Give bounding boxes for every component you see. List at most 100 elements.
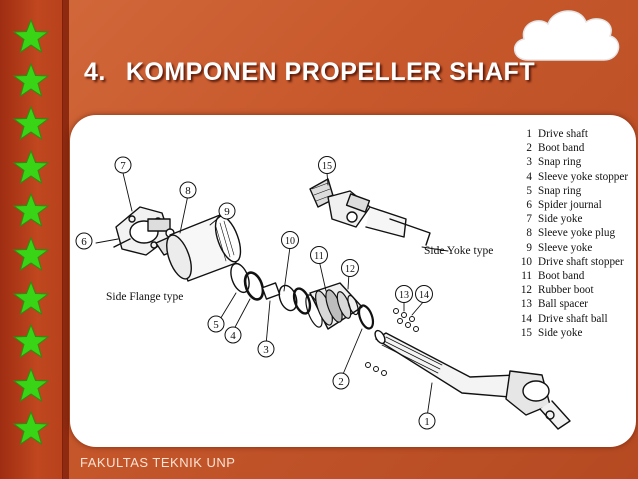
callout-15: 15 bbox=[318, 156, 336, 174]
title-number: 4. bbox=[84, 58, 106, 86]
snap-ring-5 bbox=[230, 262, 250, 294]
callout-13: 13 bbox=[395, 285, 413, 303]
star-icon bbox=[12, 367, 50, 402]
callout-5: 5 bbox=[207, 315, 225, 333]
legend-item: 14 Drive shaft ball bbox=[508, 312, 628, 326]
star-icon bbox=[12, 323, 50, 359]
sleeve-yoke bbox=[166, 214, 242, 282]
svg-text:12: 12 bbox=[345, 264, 355, 275]
svg-text:4: 4 bbox=[230, 330, 236, 342]
callouts: 7 8 9 6 10 11 12 5 4 3 2 13 14 1 15 bbox=[75, 156, 436, 430]
legend-number: 1 bbox=[526, 128, 532, 140]
legend-item: 13 Ball spacer bbox=[508, 297, 628, 311]
cloud-icon bbox=[514, 10, 620, 61]
svg-text:6: 6 bbox=[81, 236, 87, 248]
callout-12: 12 bbox=[341, 259, 359, 277]
legend-number: 4 bbox=[526, 170, 532, 183]
callout-3: 3 bbox=[257, 340, 275, 358]
drive-shaft-yoke bbox=[505, 370, 571, 430]
svg-text:5: 5 bbox=[213, 319, 219, 331]
diagram-panel: 7 8 9 6 10 11 12 5 4 3 2 13 14 1 15 Side… bbox=[70, 115, 636, 447]
propeller-shaft-diagram: 7 8 9 6 10 11 12 5 4 3 2 13 14 1 15 bbox=[75, 156, 571, 430]
svg-text:8: 8 bbox=[185, 185, 191, 197]
svg-text:11: 11 bbox=[314, 251, 324, 262]
legend-text: Sleeve yoke stopper bbox=[538, 170, 629, 183]
legend-number: 3 bbox=[526, 156, 532, 169]
svg-text:10: 10 bbox=[285, 236, 295, 247]
legend-number: 9 bbox=[526, 241, 532, 254]
legend-number: 12 bbox=[520, 284, 532, 297]
leader-lines bbox=[95, 172, 449, 418]
slide-title: 4. KOMPONEN PROPELLER SHAFT bbox=[84, 58, 535, 87]
legend-number: 10 bbox=[520, 255, 532, 268]
rubber-boot bbox=[305, 282, 363, 330]
legend-text: Drive shaft bbox=[538, 128, 589, 140]
legend-item: 9 Sleeve yoke bbox=[508, 241, 628, 255]
legend-number: 2 bbox=[526, 142, 532, 155]
svg-text:15: 15 bbox=[322, 161, 332, 172]
svg-text:2: 2 bbox=[338, 376, 344, 388]
boot-band-2 bbox=[357, 304, 375, 330]
legend-item: 1 Drive shaft bbox=[508, 127, 628, 141]
legend-text: Snap ring bbox=[538, 184, 582, 197]
legend-item: 4 Sleeve yoke stopper bbox=[508, 170, 628, 184]
legend-item: 11 Boot band bbox=[508, 269, 628, 283]
star-icon bbox=[12, 280, 50, 315]
sleeve-yoke-stopper bbox=[243, 271, 265, 301]
star-icon bbox=[12, 193, 50, 228]
star-icon bbox=[12, 236, 50, 272]
svg-text:1: 1 bbox=[424, 416, 430, 428]
star-icon bbox=[12, 149, 50, 184]
legend-item: 5 Snap ring bbox=[508, 184, 628, 198]
legend-text: Drive shaft ball bbox=[538, 312, 608, 325]
boot-band-11 bbox=[292, 287, 312, 315]
drive-shaft-stopper bbox=[278, 284, 298, 312]
legend-number: 13 bbox=[520, 298, 532, 311]
side-flange-yoke bbox=[113, 206, 171, 256]
snap-ring-3 bbox=[261, 282, 281, 300]
svg-text:7: 7 bbox=[120, 160, 126, 172]
legend-text: Ball spacer bbox=[538, 298, 589, 311]
side-flange-type-label: Side Flange type bbox=[106, 291, 184, 303]
legend-text: Sleeve yoke plug bbox=[538, 227, 616, 240]
drive-shaft-balls bbox=[365, 308, 419, 376]
callout-11: 11 bbox=[310, 246, 328, 264]
legend-text: Side yoke bbox=[538, 213, 583, 226]
star-icon bbox=[12, 411, 50, 446]
side-yoke-type-label: Side Yoke type bbox=[424, 245, 494, 257]
star-icon bbox=[12, 18, 50, 54]
legend-text: Rubber boot bbox=[538, 284, 594, 297]
callout-6: 6 bbox=[75, 232, 93, 250]
star-icon bbox=[12, 62, 50, 97]
legend-number: 7 bbox=[526, 213, 532, 226]
star-icon bbox=[12, 105, 50, 141]
callout-1: 1 bbox=[418, 412, 436, 430]
footer-text: FAKULTAS TEKNIK UNP bbox=[80, 455, 236, 470]
legend-text: Snap ring bbox=[538, 156, 582, 169]
callout-2: 2 bbox=[332, 372, 350, 390]
legend-number: 8 bbox=[526, 227, 532, 240]
legend-number: 11 bbox=[521, 270, 532, 283]
legend-number: 5 bbox=[526, 184, 532, 197]
svg-text:13: 13 bbox=[399, 290, 409, 301]
svg-text:14: 14 bbox=[419, 290, 429, 301]
sidebar-rail bbox=[63, 0, 69, 479]
callout-8: 8 bbox=[179, 181, 197, 199]
legend-text: Sleeve yoke bbox=[538, 241, 593, 254]
callout-9: 9 bbox=[218, 202, 236, 220]
legend-number: 15 bbox=[520, 326, 532, 339]
svg-text:3: 3 bbox=[263, 344, 269, 356]
drive-shaft bbox=[374, 329, 517, 398]
callout-7: 7 bbox=[114, 156, 132, 174]
legend-item: 12 Rubber boot bbox=[508, 283, 628, 297]
callout-10: 10 bbox=[281, 231, 299, 249]
title-text: KOMPONEN PROPELLER SHAFT bbox=[125, 58, 536, 86]
legend-text: Boot band bbox=[538, 270, 585, 283]
legend-number: 14 bbox=[520, 312, 532, 325]
legend-number: 6 bbox=[526, 199, 532, 212]
legend-item: 7 Side yoke bbox=[508, 212, 628, 226]
legend-text: Boot band bbox=[538, 142, 585, 155]
